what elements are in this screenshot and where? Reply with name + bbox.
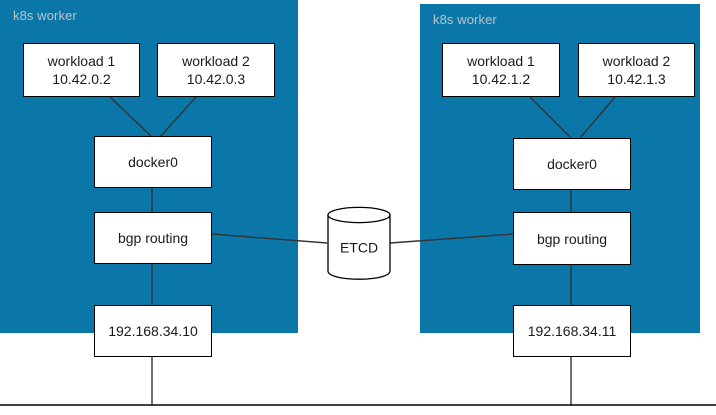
node-left-bgp-routing[interactable]: bgp routing	[94, 212, 212, 264]
node-etcd[interactable]: ETCD	[327, 206, 391, 280]
node-right-workload-1[interactable]: workload 1 10.42.1.2	[442, 43, 560, 97]
zone-label-right: k8s worker	[433, 12, 497, 27]
node-right-workload-2[interactable]: workload 2 10.42.1.3	[578, 43, 695, 97]
node-left-workload-1[interactable]: workload 1 10.42.0.2	[23, 43, 140, 97]
node-right-bgp-routing[interactable]: bgp routing	[513, 212, 631, 265]
zone-label-left: k8s worker	[13, 8, 77, 23]
node-right-host-ip[interactable]: 192.168.34.11	[513, 305, 631, 357]
left-workload-1-name: workload 1	[47, 53, 116, 69]
left-workload-2-name: workload 2	[182, 53, 250, 69]
node-left-workload-2[interactable]: workload 2 10.42.0.3	[157, 43, 275, 97]
etcd-cylinder-top	[327, 206, 391, 224]
left-workload-2-ip: 10.42.0.3	[186, 71, 246, 87]
left-bgp-routing-label: bgp routing	[117, 230, 189, 246]
right-workload-1-ip: 10.42.1.2	[471, 71, 531, 87]
node-left-host-ip[interactable]: 192.168.34.10	[94, 305, 212, 357]
right-docker0-label: docker0	[547, 156, 597, 172]
left-host-ip-label: 192.168.34.10	[108, 323, 198, 339]
etcd-cylinder-body	[327, 214, 391, 280]
right-workload-2-name: workload 2	[602, 53, 671, 69]
left-docker0-label: docker0	[128, 154, 178, 170]
right-workload-1-name: workload 1	[467, 53, 535, 69]
right-workload-2-ip: 10.42.1.3	[607, 71, 666, 87]
node-left-docker0[interactable]: docker0	[94, 136, 212, 188]
etcd-label: ETCD	[340, 240, 378, 256]
left-workload-1-ip: 10.42.0.2	[52, 71, 111, 87]
right-bgp-routing-label: bgp routing	[536, 230, 608, 247]
right-host-ip-label: 192.168.34.11	[527, 323, 617, 339]
node-right-docker0[interactable]: docker0	[513, 138, 631, 190]
